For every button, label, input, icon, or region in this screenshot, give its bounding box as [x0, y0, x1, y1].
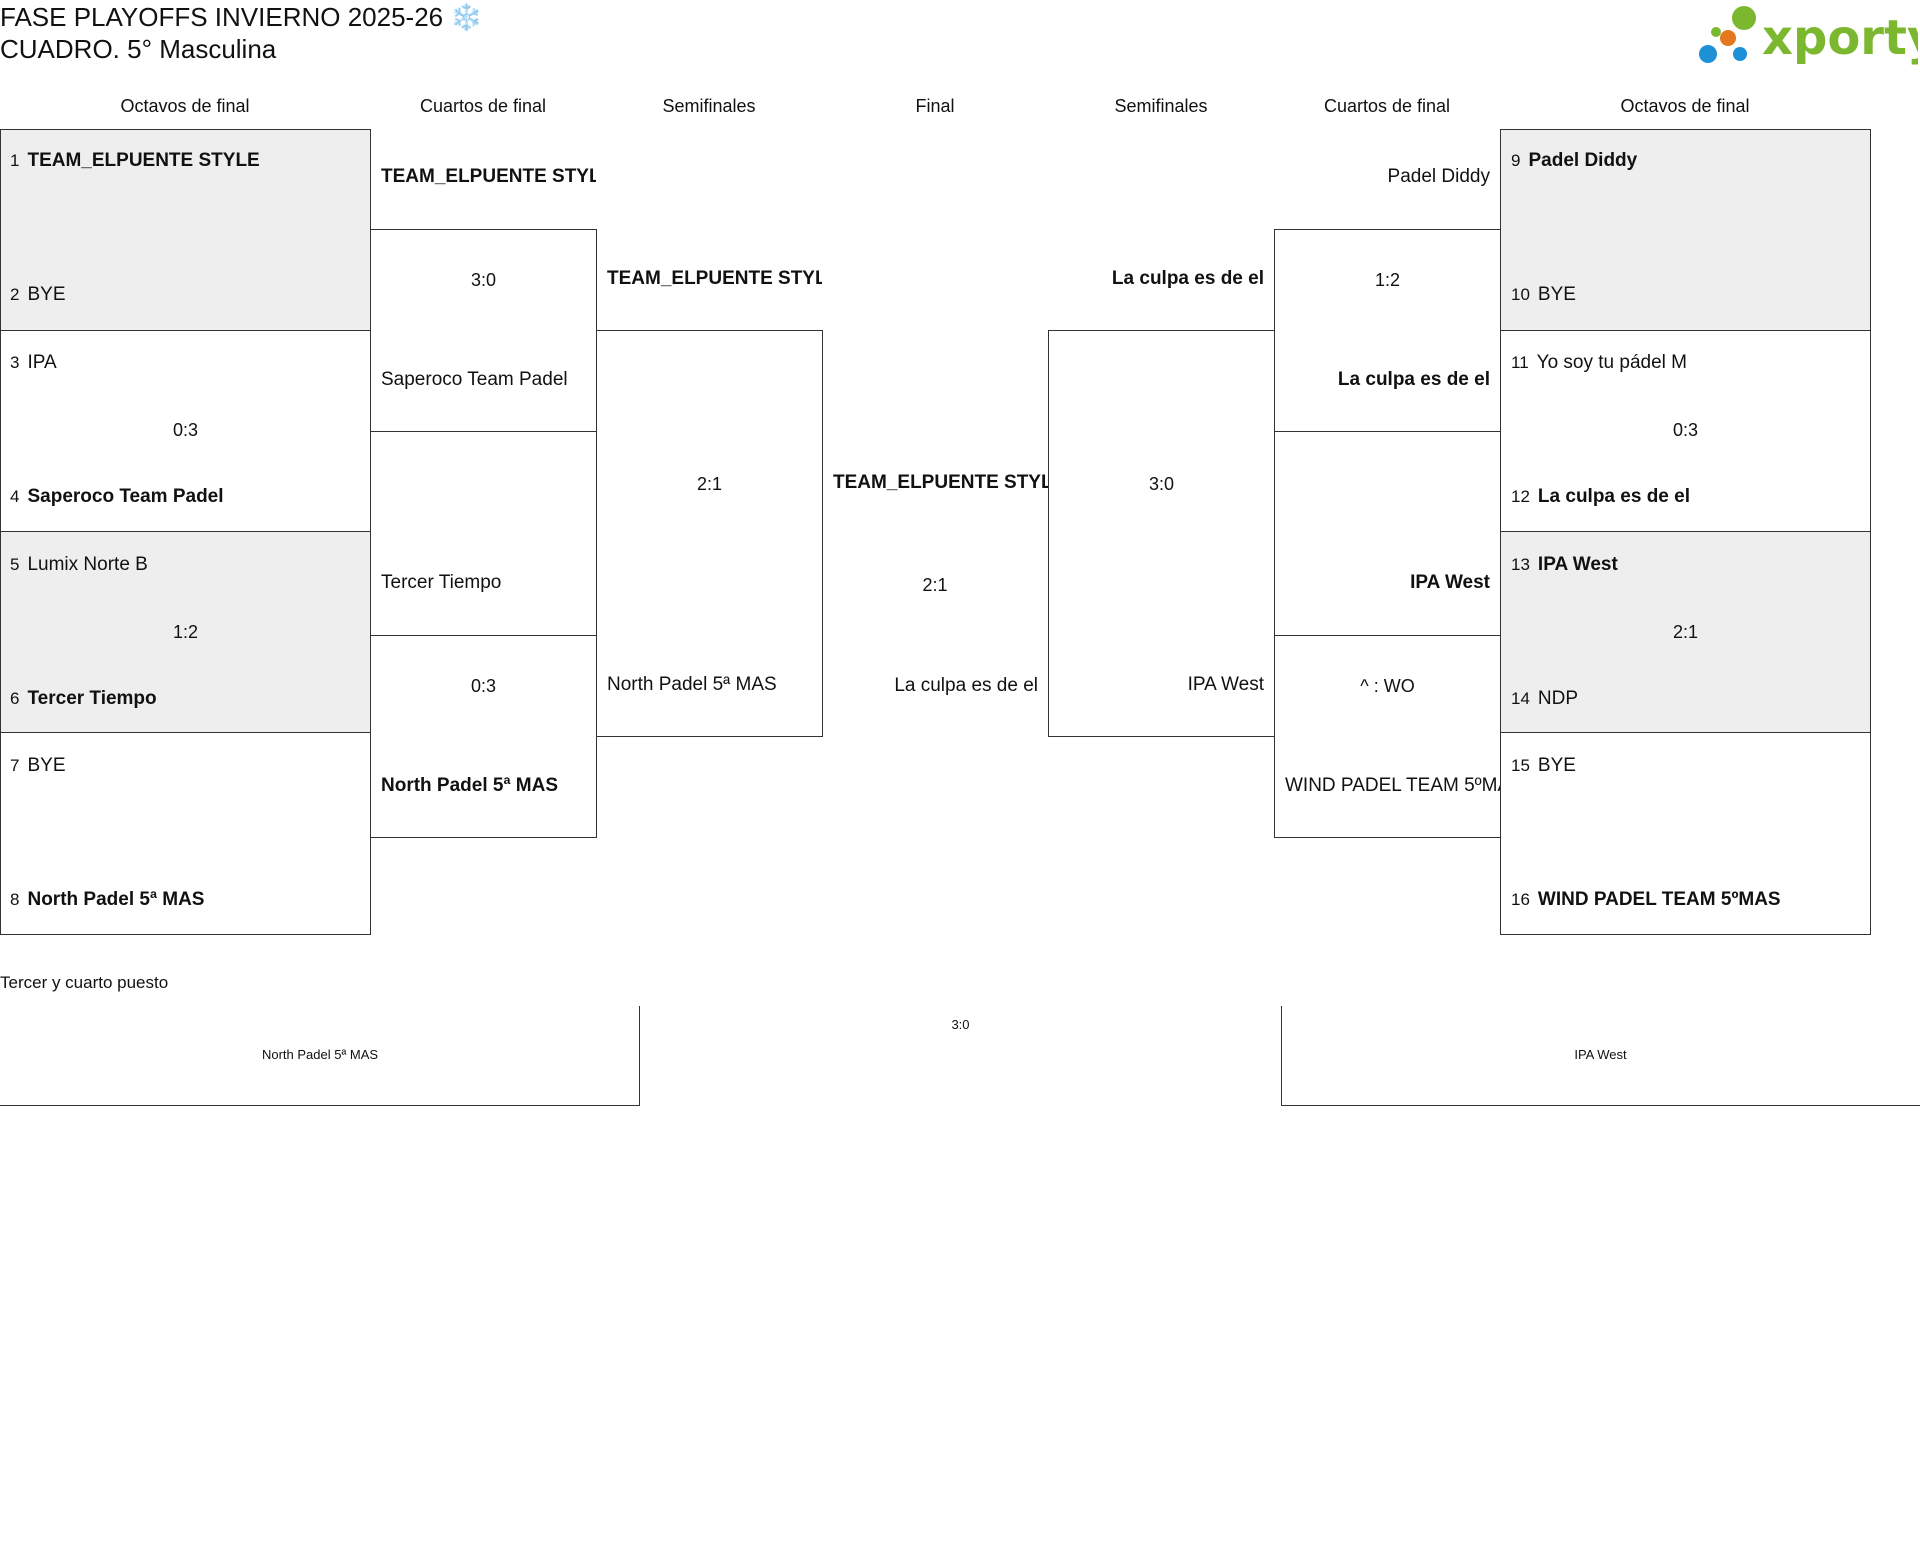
match-score: 3:0 [1148, 474, 1175, 494]
match-score: ^ : WO [1360, 676, 1415, 696]
third-place-right-bracket [1281, 1006, 1920, 1106]
match-box-left-cuartos-1 [370, 229, 597, 432]
team-slot[interactable]: North Padel 5ª MAS [607, 674, 777, 695]
svg-text:xporty: xporty [1762, 10, 1918, 66]
match-box-left-semi [596, 330, 823, 737]
team-slot[interactable]: La culpa es de el [1337, 369, 1490, 390]
team-slot[interactable]: Tercer Tiempo [381, 572, 502, 593]
team-slot[interactable]: North Padel 5ª MAS [381, 775, 559, 796]
round-header-left-octavos: Octavos de final [120, 96, 250, 116]
round-header-left-cuartos: Cuartos de final [419, 96, 547, 116]
third-place-left-bracket [0, 1006, 640, 1106]
match-box-left-octavos-1 [0, 129, 371, 331]
xporty-logo: xporty [1692, 2, 1920, 68]
round-header-right-cuartos: Cuartos de final [1323, 96, 1451, 116]
match-score: 0:3 [1672, 420, 1699, 440]
team-slot[interactable]: Padel Diddy [1387, 166, 1490, 187]
match-box-left-octavos-3 [0, 531, 371, 733]
match-score: 2:1 [1672, 622, 1699, 642]
round-header-final: Final [915, 96, 955, 116]
match-box-right-cuartos-1 [1274, 229, 1501, 432]
final-team-slot[interactable]: TEAM_ELPUENTE STYLE [833, 472, 1048, 493]
xporty-logo-icon: xporty [1699, 6, 1920, 66]
page-title-line2: CUADRO. 5° Masculina [0, 34, 277, 64]
match-box-right-semi [1048, 330, 1275, 737]
match-score: 0:3 [172, 420, 199, 440]
final-score: 2:1 [922, 575, 948, 595]
team-slot[interactable]: WIND PADEL TEAM 5ºMAS [1285, 775, 1501, 796]
match-score: 0:3 [470, 676, 497, 696]
match-box-right-cuartos-2 [1274, 635, 1501, 838]
match-box-right-octavos-1 [1500, 129, 1871, 331]
third-place-score: 3:0 [951, 1017, 970, 1032]
round-header-right-semis: Semifinales [1114, 96, 1208, 116]
match-box-right-octavos-3 [1500, 531, 1871, 733]
match-box-right-octavos-4 [1500, 732, 1871, 935]
match-score: 3:0 [470, 270, 497, 290]
third-place-label: Tercer y cuarto puesto [0, 973, 169, 992]
team-slot[interactable]: TEAM_ELPUENTE STYLE [381, 166, 596, 187]
third-place-team-b[interactable]: IPA West [1574, 1047, 1627, 1062]
third-place-team-a[interactable]: North Padel 5ª MAS [261, 1047, 379, 1062]
team-slot[interactable]: IPA West [1187, 674, 1264, 695]
final-team-slot[interactable]: La culpa es de el [894, 675, 1038, 696]
team-slot[interactable]: La culpa es de el [1111, 268, 1264, 289]
team-slot[interactable]: IPA West [1410, 572, 1490, 593]
match-score: 2:1 [696, 474, 723, 494]
match-box-left-cuartos-2 [370, 635, 597, 838]
round-header-left-semis: Semifinales [662, 96, 756, 116]
team-slot[interactable]: TEAM_ELPUENTE STYLE [607, 268, 822, 289]
round-header-right-octavos: Octavos de final [1620, 96, 1750, 116]
page-title-line1: FASE PLAYOFFS INVIERNO 2025-26 ❄️ [0, 2, 483, 32]
match-score: 1:2 [1374, 270, 1401, 290]
match-score: 1:2 [172, 622, 199, 642]
team-slot[interactable]: Saperoco Team Padel [381, 369, 568, 390]
